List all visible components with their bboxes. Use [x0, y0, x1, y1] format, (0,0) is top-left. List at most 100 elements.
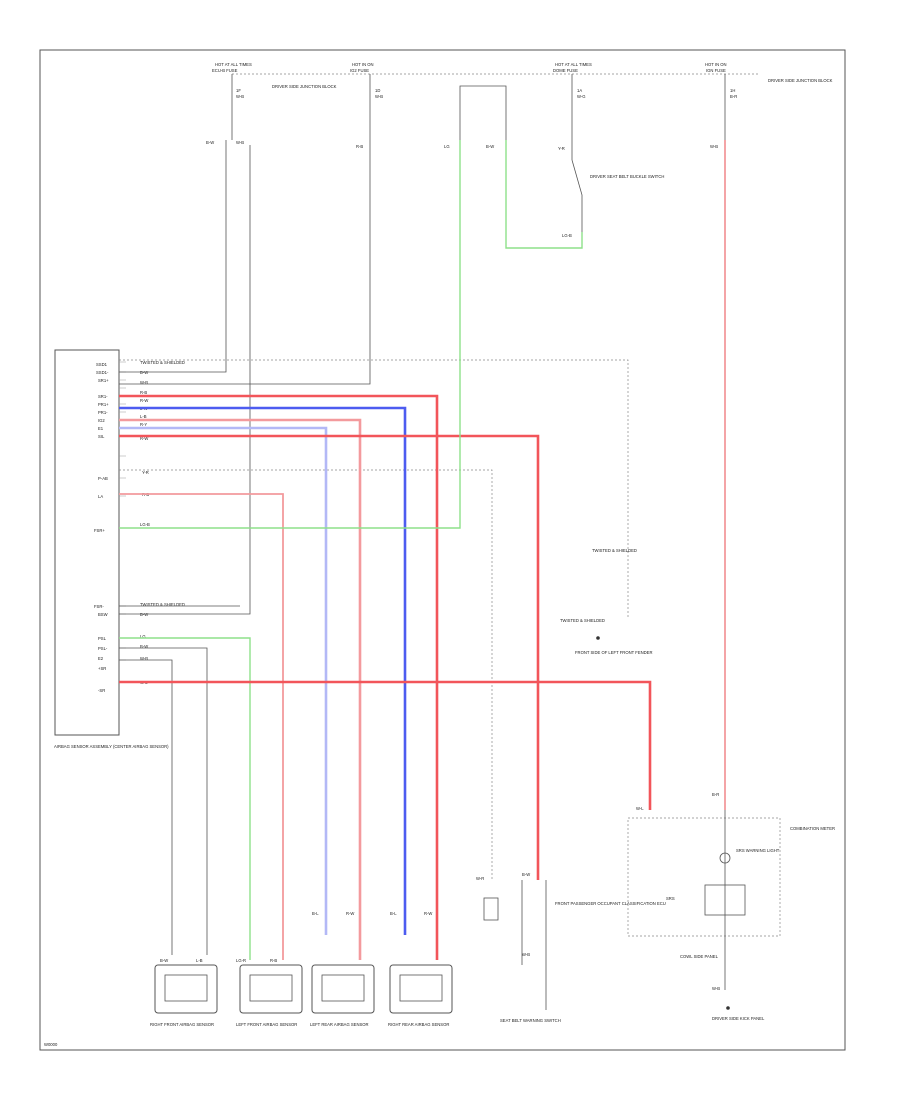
wire-label: B-W [206, 140, 214, 145]
fuse-pin: W-B [375, 94, 383, 99]
sensor-label: LEFT FRONT AIRBAG SENSOR [236, 1022, 297, 1027]
ecu-wire-label: R-Y [140, 422, 147, 427]
ecu-wire-label: LG-B [140, 522, 150, 527]
ecu-pin: -SR [98, 688, 105, 693]
ecu-pin: PSL- [98, 646, 108, 651]
ecu-pin: PR1+ [98, 402, 109, 407]
fuse-pin: 1A [577, 88, 582, 93]
wire-lightblue-1 [119, 426, 328, 935]
ecu-title: AIRBAG SENSOR ASSEMBLY (CENTER AIRBAG SE… [54, 744, 169, 749]
ecu-wire-label: R-W [140, 436, 148, 441]
seatbelt-pin: B-W [522, 872, 530, 877]
ecu-pin: SIL [98, 434, 105, 439]
fuse-pin: 1H [730, 88, 735, 93]
sensor-label: RIGHT REAR AIRBAG SENSOR [388, 1022, 449, 1027]
ecu-wire-label: L-B [140, 414, 147, 419]
ecu-pin: P-AB [98, 476, 108, 481]
meter-pin: W-L [636, 806, 644, 811]
ecu-pin: PR1- [98, 410, 108, 415]
ecu-pin: SSD1 [96, 362, 108, 367]
wire-label: Y-R [558, 146, 565, 151]
wire-green-1 [119, 140, 461, 529]
sensor-wire: B-W [160, 958, 168, 963]
warning-lamp-label: SRS WARNING LIGHT [736, 848, 780, 853]
wire-red-1 [119, 394, 439, 960]
dome-loop [459, 85, 507, 140]
left-front-airbag-sensor: LG-R R-B LEFT FRONT AIRBAG SENSOR [236, 958, 303, 1027]
sensor-wire: B-L [312, 911, 319, 916]
seatbelt-pin: W-R [476, 876, 484, 881]
seat-belt-switch [571, 159, 583, 232]
wire-label: LG-B [562, 233, 572, 238]
right-rear-airbag-sensor: B-L R-W RIGHT REAR AIRBAG SENSOR [388, 911, 453, 1027]
ecu-pin: SR1- [98, 394, 108, 399]
fuse-sub: IGN FUSE [706, 68, 726, 73]
ecu-pin-ticks [119, 361, 126, 683]
ecu-pin: FSR- [94, 604, 104, 609]
ecu-wire-label: R-B [140, 390, 147, 395]
left-rear-airbag-sensor: B-L R-W LEFT REAR AIRBAG SENSOR [310, 911, 375, 1027]
fuse-pin: 1D [375, 88, 380, 93]
ecu-pin: SSD1- [96, 370, 109, 375]
airbag-ecu-box [54, 349, 120, 736]
fuse-ig2: HOT IN ON IG2 FUSE 1D W-B [350, 62, 383, 99]
sensor-wire: R-B [270, 958, 277, 963]
wire-red-3 [119, 680, 652, 810]
fuse-sub: ECU-B FUSE [212, 68, 238, 73]
ecu-pin: BSW [98, 612, 108, 617]
right-front-airbag-sensor: B-W L-B RIGHT FRONT AIRBAG SENSOR [150, 958, 218, 1027]
fuse-sub: IG2 FUSE [350, 68, 369, 73]
ecu-wire-label: R-W [140, 398, 148, 403]
fuse-ign: HOT IN ON IGN FUSE 1H B-R [705, 62, 737, 99]
fuse-title: HOT AT ALL TIMES [555, 62, 592, 67]
fuse-sub: DOME FUSE [553, 68, 578, 73]
fuse-title: HOT AT ALL TIMES [215, 62, 252, 67]
ground-point [596, 636, 600, 640]
ecu-pin: E2 [98, 656, 104, 661]
meter-pin: B-R [712, 792, 719, 797]
diagram-id: W0000 [44, 1042, 58, 1047]
fuse-title: HOT IN ON [705, 62, 727, 67]
ecu-wire-label: B-W [140, 612, 148, 617]
ecu-pin: FSR+ [94, 528, 105, 533]
sensor-wire: L-B [196, 958, 203, 963]
ecu-pin: PSL [98, 636, 107, 641]
wire-gray-6 [119, 659, 173, 955]
fuse-pin: W-G [577, 94, 586, 99]
wire-gray-2 [119, 140, 371, 385]
sensor-wire: B-L [390, 911, 397, 916]
seatbelt-label: SEAT BELT WARNING SWITCH [500, 1018, 561, 1023]
sensor-wire: R-W [424, 911, 432, 916]
ecu-pin: +SR [98, 666, 106, 671]
wire-blue-1 [119, 406, 407, 935]
fuse-ecu-b: HOT AT ALL TIMES ECU-B FUSE 1F W-B [212, 62, 252, 99]
shield-outline-1 [119, 359, 629, 618]
ground-bottom-label: DRIVER SIDE KICK PANEL [712, 1016, 765, 1021]
wire-gray-1 [119, 140, 227, 373]
diagram-frame [39, 49, 846, 1051]
combination-meter-label: COMBINATION METER [790, 826, 835, 831]
sensor-wire: LG-R [236, 958, 246, 963]
meter-airbag-label: SRS [666, 896, 675, 901]
fuse-pin: W-B [236, 94, 244, 99]
junction-block-label: DRIVER SIDE JUNCTION BLOCK [272, 84, 337, 89]
wire-red-2 [119, 434, 540, 880]
ecu-pin: LA [98, 494, 103, 499]
wire-label: LG [444, 144, 450, 149]
wire-gray-5 [119, 647, 208, 955]
fuse-title: HOT IN ON [352, 62, 374, 67]
ecu-wire-label: LG [140, 634, 146, 639]
shield-label-2: TWISTED & SHIELDED [560, 618, 605, 623]
ecu-wire-label: TWISTED & SHIELDED [140, 360, 185, 365]
sensor-label: RIGHT FRONT AIRBAG SENSOR [150, 1022, 214, 1027]
wire-label: B-W [486, 144, 494, 149]
junction-block-label-right: DRIVER SIDE JUNCTION BLOCK [768, 78, 833, 83]
wire-label: W-B [710, 144, 718, 149]
ecu-pin: IG2 [98, 418, 105, 423]
ecu-pin: E1 [98, 426, 104, 431]
wire-green-2 [119, 637, 251, 960]
fuse-dome: HOT AT ALL TIMES DOME FUSE 1A W-G [553, 62, 592, 99]
meter-bottom-wire: W-B [712, 986, 720, 991]
ecu-wire-label: W-B [140, 380, 148, 385]
